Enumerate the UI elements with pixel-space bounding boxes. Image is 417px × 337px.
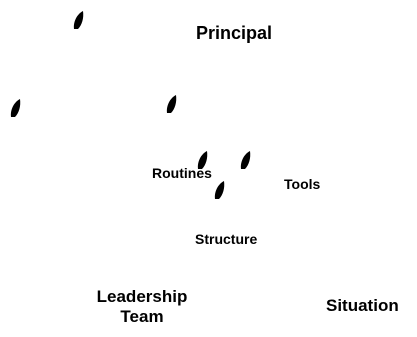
leaf-marker-icon bbox=[73, 11, 84, 29]
leaf-marker-icon bbox=[197, 151, 208, 169]
leadership-label-line2: Team bbox=[120, 306, 164, 326]
tools-label: Tools bbox=[284, 176, 321, 192]
leadership-label-line1: Leadership bbox=[96, 287, 188, 306]
leadership-team-label: Leadership Team bbox=[86, 287, 198, 326]
leaf-marker-icon bbox=[240, 151, 251, 169]
leaf-marker-icon bbox=[214, 181, 225, 199]
routines-label: Routines bbox=[152, 165, 212, 181]
leaf-marker-icon bbox=[166, 95, 177, 113]
principal-label: Principal bbox=[196, 23, 273, 43]
leaf-marker-icon bbox=[10, 99, 21, 117]
situation-label: Situation bbox=[326, 296, 399, 315]
structure-label: Structure bbox=[195, 231, 258, 247]
